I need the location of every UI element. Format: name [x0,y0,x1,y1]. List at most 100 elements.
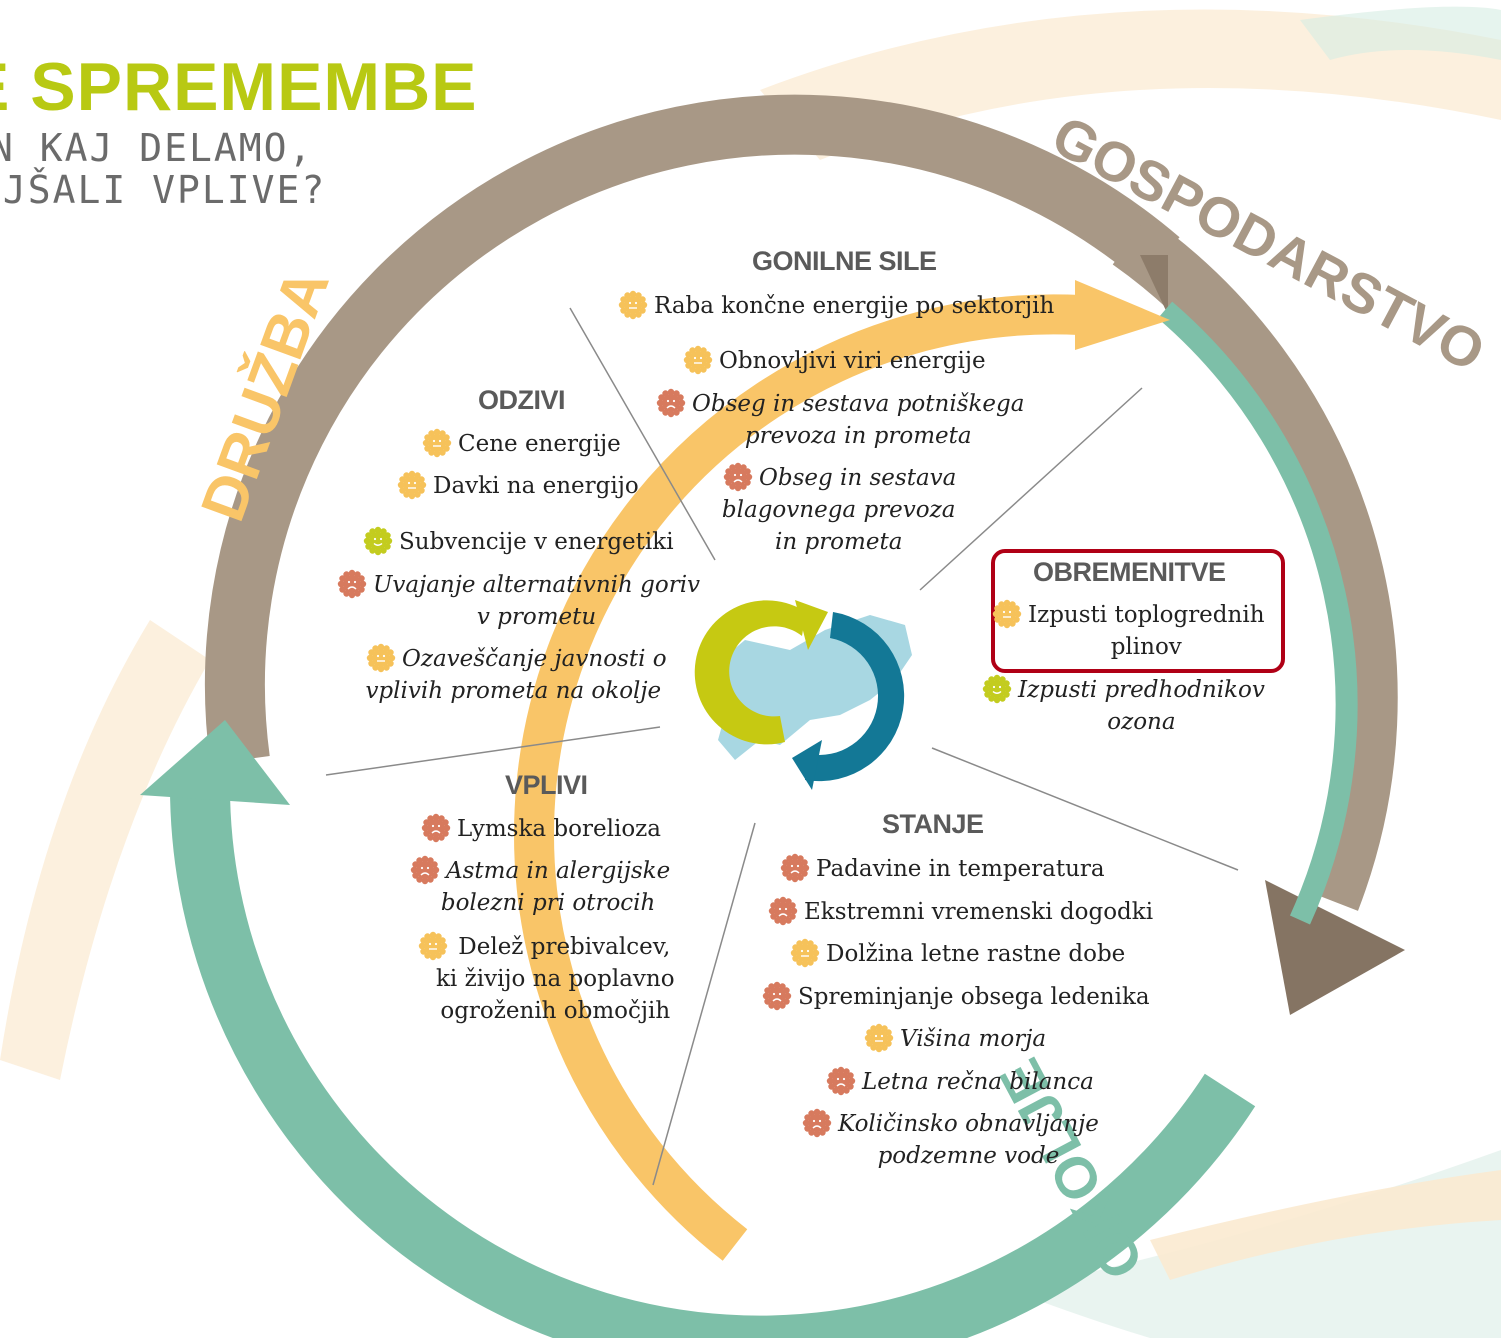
brown-arc-right [1112,215,1398,911]
status-sun-orange-icon [992,599,1022,629]
indicator-label: Davki na energijo [433,473,639,499]
indicator-stanje-6: Letna rečna bilanca [826,1066,1094,1098]
bg-swirl-top-teal [1300,6,1501,61]
indicator-label-cont: blagovnega prevoza [721,497,956,523]
indicator-label: Subvencije v energetiki [399,529,674,555]
status-sun-orange-icon [422,428,452,458]
header-subtitle-line1: N KAJ DELAMO, [0,126,314,170]
indicator-stanje-7: Količinsko obnavljanje podzemne vode [802,1108,1099,1172]
section-title-odzivi: ODZIVI [478,385,566,415]
indicator-label-cont: v prometu [476,604,597,630]
indicator-label: Količinsko obnavljanje [838,1111,1099,1137]
teal-arc-bottom [169,779,1256,1338]
indicator-stanje-3: Dolžina letne rastne dobe [790,938,1125,970]
cycle-arrow-blue-icon [805,612,905,782]
highlight-box [991,549,1285,673]
indicator-label: Raba končne energije po sektorjih [654,293,1055,319]
indicator-label-cont: podzemne vode [877,1143,1060,1169]
center-logo [694,600,912,790]
indicator-vplivi-2: Astma in alergijske bolezni pri otrocih [410,855,670,919]
indicator-label-cont: plinov [1110,634,1182,660]
status-sun-orange-icon [366,643,396,673]
indicator-label: Astma in alergijske [446,858,671,884]
status-sun-green-icon [982,674,1012,704]
status-sun-orange-icon [397,470,427,500]
divider-top-left [569,307,716,561]
indicator-gonilne-2: Obnovljivi viri energije [683,345,986,377]
brown-arrow-tip-top [1140,255,1168,315]
status-sun-red-icon [762,981,792,1011]
indicator-obremenitve-1: Izpusti toplogrednih plinov [992,599,1265,663]
brown-arc-left [204,94,1180,765]
section-title-gonilne-sile: GONILNE SILE [752,246,937,276]
status-sun-red-icon [826,1066,856,1096]
indicator-label: Spreminjanje obsega ledenika [798,984,1150,1010]
divider-left [325,726,661,776]
indicator-stanje-5: Višina morja [864,1023,1046,1055]
indicator-odzivi-2: Davki na energijo [397,470,639,502]
header-title: E SPREMEMBE [0,49,478,125]
indicator-label: Ozaveščanje javnosti o [402,646,667,672]
indicator-stanje-2: Ekstremni vremenski dogodki [768,896,1153,928]
section-title-stanje: STANJE [882,809,984,839]
bg-swirl-bottom-orange [1150,1170,1501,1280]
divider-bottom [652,822,756,1186]
indicator-label: Višina morja [900,1026,1047,1052]
section-title-obremenitve: OBREMENITVE [1033,557,1226,587]
indicator-label: Cene energije [458,431,621,457]
teal-arc-right [1157,301,1358,925]
status-sun-red-icon [410,855,440,885]
indicator-label: Izpusti predhodnikov [1018,677,1265,703]
status-sun-red-icon [337,569,367,599]
indicator-label-cont: prevoza in prometa [744,423,972,449]
indicator-label: Dolžina letne rastne dobe [826,941,1126,967]
status-sun-orange-icon [790,938,820,968]
divider-top-right [919,387,1143,591]
indicator-gonilne-1: Raba končne energije po sektorjih [618,290,1054,322]
indicator-label: Delež prebivalcev, [458,934,671,960]
indicator-label-cont2: in prometa [774,529,903,555]
indicator-label-cont2: ogroženih območjih [440,998,671,1024]
indicator-label: Letna rečna bilanca [862,1069,1094,1095]
divider-right [931,747,1239,871]
indicator-label-cont: bolezni pri otrocih [440,890,656,916]
status-sun-red-icon [802,1108,832,1138]
indicator-stanje-1: Padavine in temperatura [780,853,1105,885]
cycle-arrow-green-icon [694,600,806,745]
status-sun-green-icon [363,526,393,556]
indicator-label: Uvajanje alternativnih goriv [373,572,701,598]
cycle-arrow-blue-tip [792,740,822,790]
indicator-odzivi-3: Subvencije v energetiki [363,526,674,558]
status-sun-red-icon [656,388,686,418]
status-sun-red-icon [723,462,753,492]
indicator-label: Izpusti toplogrednih [1028,602,1265,628]
indicator-vplivi-1: Lymska borelioza [421,813,661,845]
bg-swirl-left [0,620,210,1080]
status-sun-orange-icon [864,1023,894,1053]
orange-arc [514,294,1081,1261]
orange-arrowhead [1075,280,1170,350]
cycle-arrow-green-tip [795,600,828,650]
status-sun-orange-icon [618,290,648,320]
status-sun-red-icon [768,896,798,926]
teal-arrowhead [140,720,290,805]
bg-swirl-top [760,9,1501,160]
indicator-odzivi-1: Cene energije [422,428,621,460]
header-subtitle-line2: NJŠALI VPLIVE? [0,168,327,212]
indicator-stanje-4: Spreminjanje obsega ledenika [762,981,1150,1013]
indicator-label: Ekstremni vremenski dogodki [804,899,1154,925]
indicator-label-cont: ki živijo na poplavno [436,966,675,992]
status-sun-red-icon [780,853,810,883]
status-sun-orange-icon [683,345,713,375]
indicator-odzivi-4: Uvajanje alternativnih goriv v prometu [337,569,700,633]
indicator-label: Lymska borelioza [457,816,662,842]
section-title-vplivi: VPLIVI [505,770,588,800]
indicator-vplivi-3: Delež prebivalcev, ki živijo na poplavno o… [418,931,675,1027]
status-sun-red-icon [421,813,451,843]
